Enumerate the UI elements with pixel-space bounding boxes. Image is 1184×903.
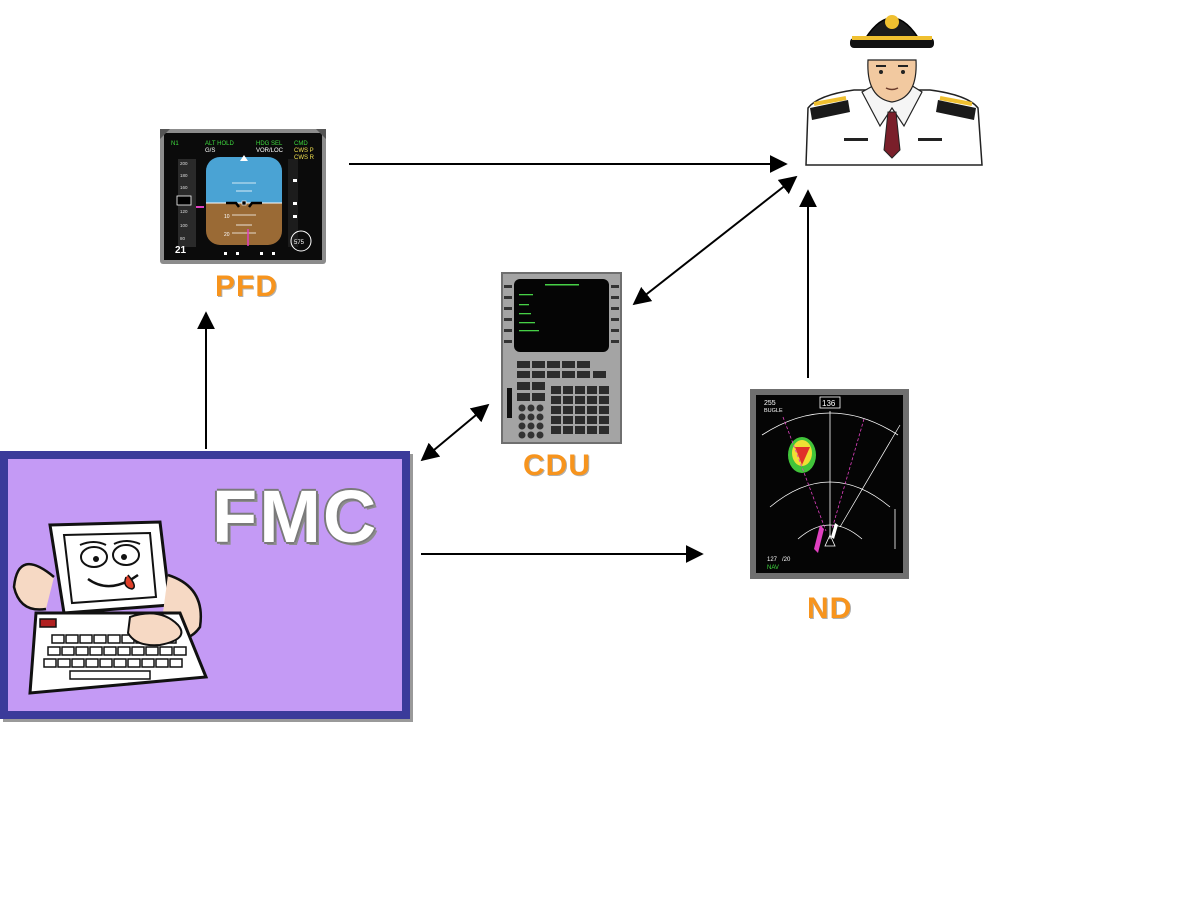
svg-text:160: 160 — [180, 185, 188, 190]
pfd-ann-cwsp: CWS P — [294, 148, 314, 154]
pfd-display: N1 ALT HOLD HDG SEL CMD G/S VOR/LOC CWS … — [160, 129, 326, 264]
pfd-ann-alt-hold: ALT HOLD — [205, 141, 234, 147]
svg-text:200: 200 — [180, 161, 188, 166]
nd-ground-speed: 255 — [764, 400, 776, 407]
nd-label: ND — [807, 592, 853, 625]
svg-text:575: 575 — [294, 240, 305, 246]
pfd-ann-n1: N1 — [171, 141, 179, 147]
pilot-illustration — [805, 15, 983, 166]
nd-waypoint: BUGLE — [764, 408, 783, 414]
nd-mode: NAV — [767, 565, 779, 571]
cdu-unit — [501, 272, 622, 444]
pfd-speed-readout: 21 — [175, 245, 187, 256]
svg-text:180: 180 — [180, 173, 188, 178]
pfd-ann-gs: G/S — [205, 148, 215, 154]
svg-text:120: 120 — [180, 209, 188, 214]
computer-mascot-icon — [12, 520, 209, 695]
nd-wind: /20 — [782, 557, 791, 563]
pfd-ann-hdg-sel: HDG SEL — [256, 141, 283, 147]
svg-text:100: 100 — [180, 223, 188, 228]
pfd-ann-vor-loc: VOR/LOC — [256, 148, 284, 154]
pfd-ann-cwsr: CWS R — [294, 155, 315, 161]
cdu-label: CDU — [523, 449, 591, 482]
arrow-fmc-cdu — [420, 403, 490, 462]
pfd-pitch-10: 10 — [224, 214, 230, 220]
pfd-label: PFD — [215, 270, 278, 303]
svg-text:80: 80 — [180, 236, 186, 241]
arrow-cdu-pilot — [632, 175, 798, 306]
nd-display: 136 255 BUGLE 127 /20 NAV — [750, 389, 909, 579]
nd-range: 127 — [767, 557, 778, 563]
nd-heading-box: 136 — [822, 399, 836, 408]
pfd-ann-cmd: CMD — [294, 141, 308, 147]
pfd-pitch-20: 20 — [224, 232, 230, 238]
fmc-title: FMC — [212, 475, 379, 558]
